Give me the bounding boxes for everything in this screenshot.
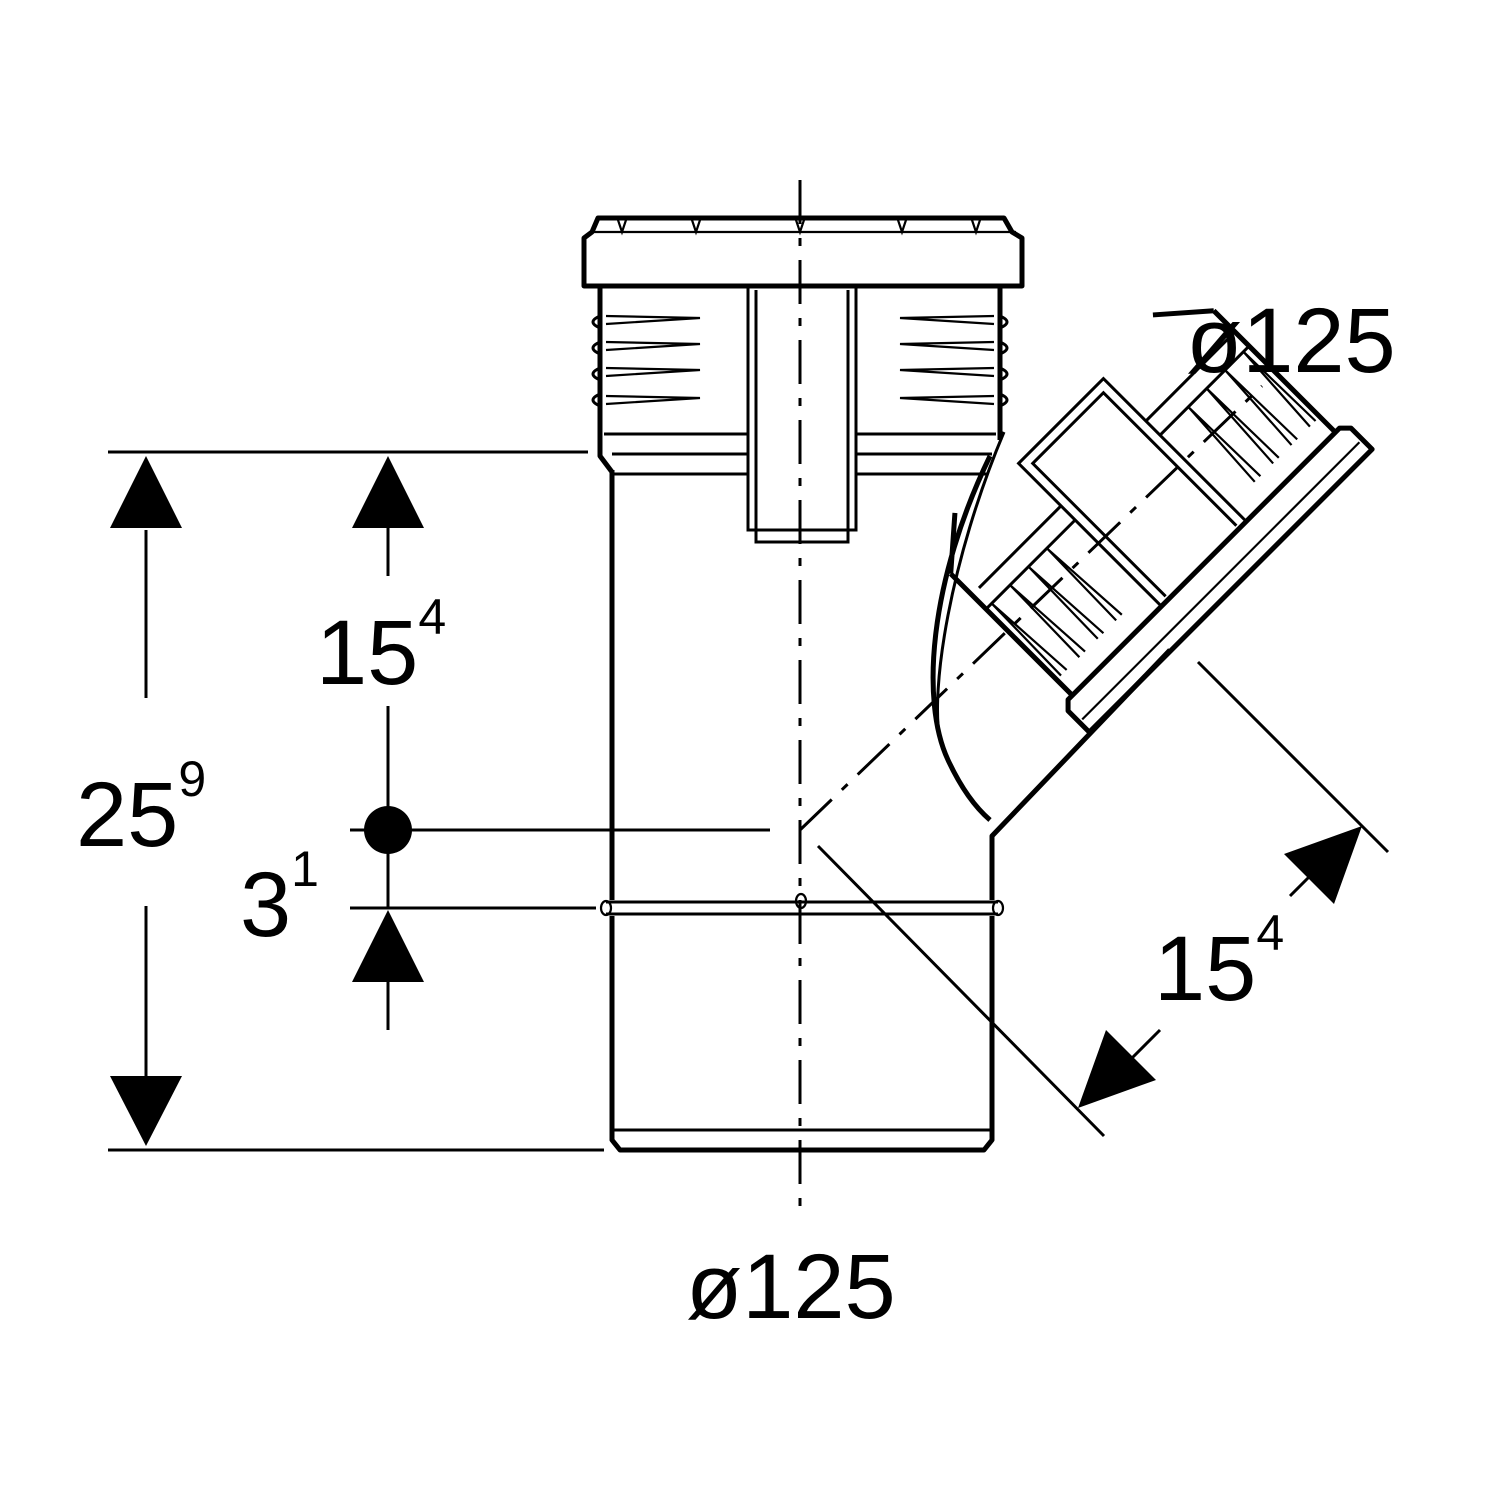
socket-body [597,288,1003,474]
offset-label: 31 [240,841,319,956]
branch-height-label: 154 [316,589,446,704]
dim-branch-height: 154 [316,456,446,854]
arrow-down-icon [110,1076,182,1146]
origin-point [364,806,412,854]
socket-inner-stop [604,432,996,456]
dim-offset: 31 [240,841,424,1030]
branch-curve [930,454,993,822]
extension-lines [108,450,1390,1152]
socket-collar [581,215,1025,289]
arrow-diag-down-icon [1078,1030,1156,1108]
bead-ring [606,900,998,916]
arrow-up-icon [352,456,424,528]
collar-notches [616,219,982,236]
branch-sleeve [1016,376,1246,606]
branch-socket [948,308,1375,735]
branch-threads [990,350,1317,677]
branch-collar [1065,425,1375,735]
total-height-label: 259 [76,751,206,866]
arrow-up-icon [352,910,424,982]
arrow-up-icon [110,456,182,528]
socket-teeth-left [605,314,701,406]
dim-total-height: 259 [76,456,206,1146]
branch-diameter-label: ø125 [1186,290,1396,392]
socket-teeth-right [899,314,995,406]
arrow-diag-up-icon [1284,826,1362,904]
pipe-wall-left [609,470,995,1153]
main-pipe [581,215,1172,1153]
center-sleeve [746,288,858,532]
dim-branch-length: 154 [1078,826,1362,1108]
main-diameter-label: ø125 [686,1236,896,1338]
socket-threads-left [591,314,601,408]
branch-length-label: 154 [1154,905,1284,1020]
socket-threads-right [999,314,1009,408]
